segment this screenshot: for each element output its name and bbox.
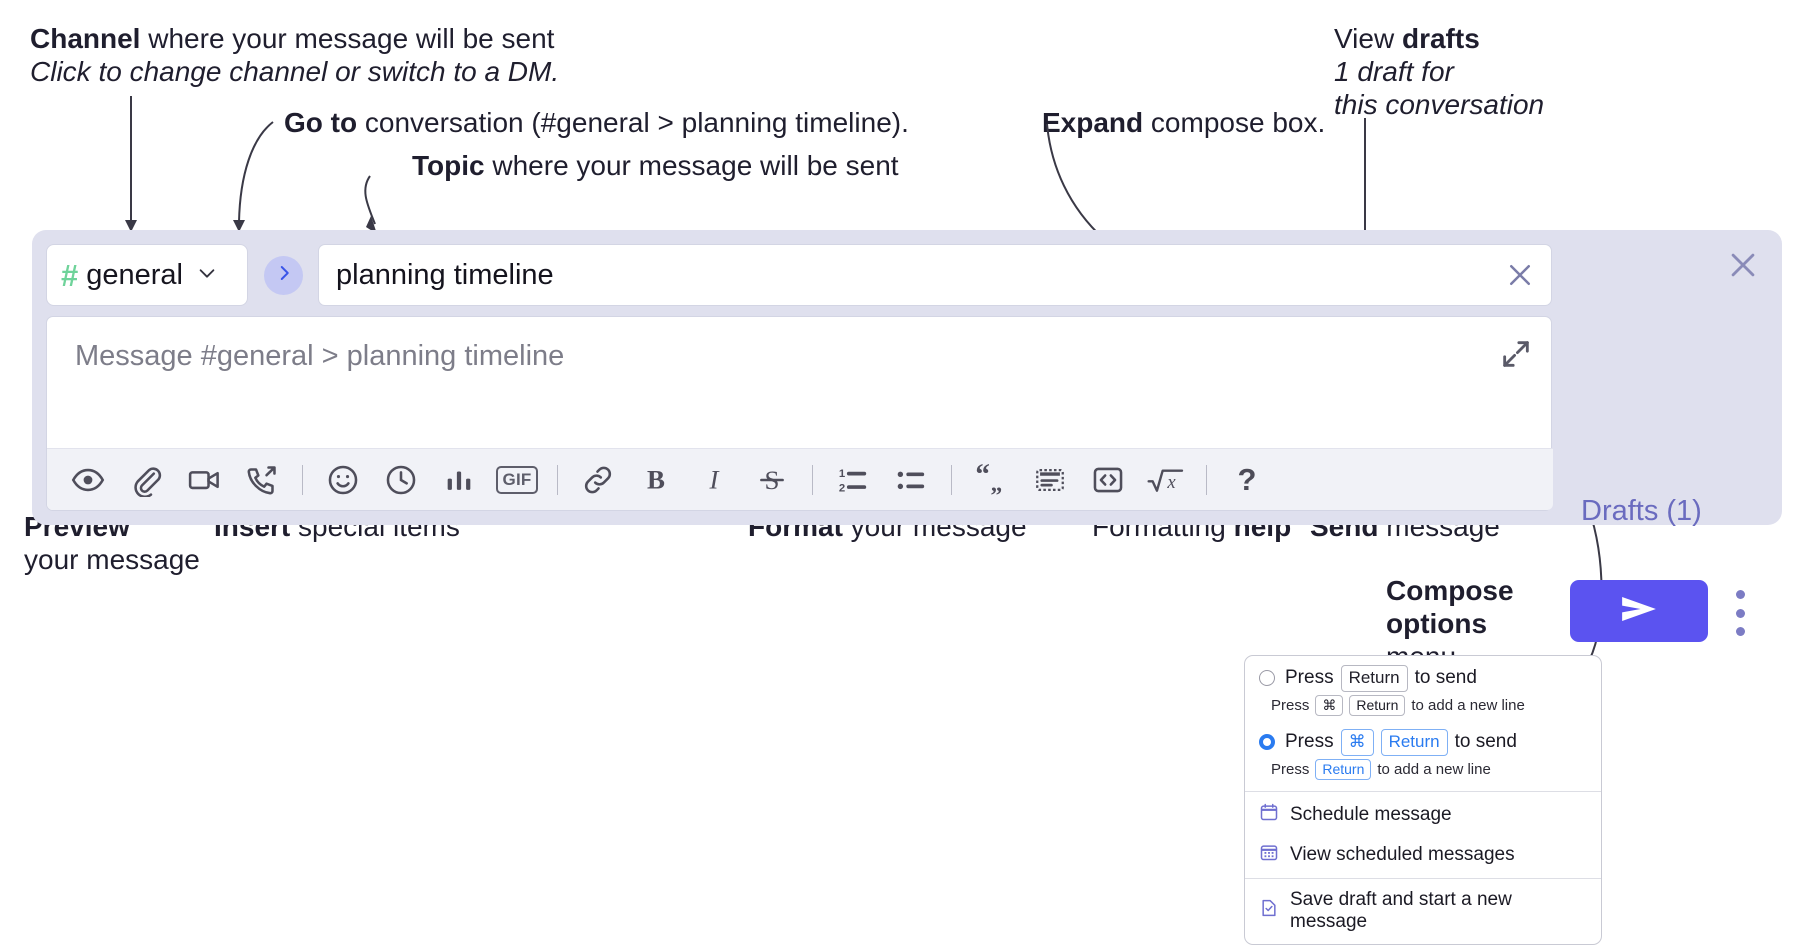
annotation-drafts-line3: this conversation: [1334, 89, 1545, 121]
chevron-right-icon: [275, 264, 293, 287]
gif-label: GIF: [495, 465, 539, 494]
svg-text:I: I: [709, 464, 721, 494]
calendar-grid-icon: [1259, 842, 1279, 868]
option1-sub-post: to add a new line: [1411, 696, 1525, 714]
send-option-cmd-return[interactable]: Press ⌘ Return to send Press Return to a…: [1245, 727, 1601, 791]
svg-text:„: „: [991, 471, 1003, 497]
compose-header-row: # general planning timeline: [46, 244, 1552, 308]
chevron-down-icon: [196, 262, 218, 289]
compose-options-button[interactable]: [1729, 590, 1751, 636]
option1-pre: Press: [1285, 667, 1334, 689]
key-return: Return: [1349, 694, 1406, 716]
svg-text:B: B: [647, 464, 665, 494]
send-paper-plane-icon: [1616, 592, 1662, 631]
question-mark-icon: ?: [1237, 461, 1257, 497]
compose-panel: # general planning timeline Message #gen…: [32, 230, 1782, 642]
key-return: Return: [1380, 728, 1448, 756]
key-command: ⌘: [1315, 694, 1344, 716]
radio-return[interactable]: [1259, 670, 1275, 687]
channel-selector[interactable]: # general: [46, 244, 248, 306]
topic-value: planning timeline: [336, 258, 554, 291]
save-draft-label: Save draft and start a new message: [1290, 888, 1512, 932]
save-draft-item[interactable]: Save draft and start a new message: [1245, 879, 1601, 944]
compose-inner: # general planning timeline Message #gen…: [46, 244, 1553, 511]
compose-options-menu: Press Return to send Press ⌘ Return to a…: [1244, 655, 1602, 945]
menu-divider: [1245, 790, 1601, 792]
annotation-channel-line2: Click to change channel or switch to a D…: [30, 56, 560, 88]
option2-pre: Press: [1285, 731, 1334, 753]
option1-post: to send: [1414, 667, 1477, 689]
expand-compose-button[interactable]: [1499, 337, 1533, 371]
bulleted-list-button[interactable]: [882, 451, 940, 509]
kebab-dot: [1735, 627, 1745, 636]
close-compose-button[interactable]: [1726, 248, 1760, 282]
drafts-link[interactable]: Drafts (1): [1581, 495, 1702, 527]
code-block-button[interactable]: [1021, 451, 1079, 509]
send-option-return[interactable]: Press Return to send Press ⌘ Return to a…: [1245, 656, 1601, 727]
topic-clear-icon[interactable]: [1503, 258, 1537, 292]
option2-sub-pre: Press: [1271, 760, 1310, 778]
key-return: Return: [1315, 758, 1372, 780]
key-return: Return: [1340, 665, 1408, 692]
go-to-conversation-button[interactable]: [264, 256, 303, 295]
hash-icon: #: [61, 257, 78, 293]
svg-text:“: “: [975, 463, 990, 491]
channel-name: general: [86, 258, 183, 291]
annotation-topic: Topic where your message will be sent: [412, 150, 899, 181]
kebab-dot: [1735, 590, 1745, 599]
kebab-dot: [1735, 608, 1745, 618]
document-check-icon: [1259, 898, 1279, 924]
attach-file-button[interactable]: [117, 451, 175, 509]
record-video-button[interactable]: [175, 451, 233, 509]
svg-text:1: 1: [839, 468, 845, 480]
blockquote-button[interactable]: “„: [963, 451, 1021, 509]
annotation-channel-line1: Channel where your message will be sent: [30, 23, 555, 54]
gif-button[interactable]: GIF: [488, 451, 546, 509]
view-scheduled-item[interactable]: View scheduled messages: [1245, 835, 1601, 878]
calendar-icon: [1259, 802, 1279, 828]
record-audio-button[interactable]: [233, 451, 291, 509]
formatting-help-button[interactable]: ?: [1218, 451, 1276, 509]
key-command: ⌘: [1340, 728, 1374, 756]
menu-divider: [1245, 877, 1601, 879]
annotation-channel: Channel where your message will be sent …: [30, 22, 559, 88]
annotation-goto: Go to conversation (#general > planning …: [284, 107, 909, 138]
annotation-expand: Expand compose box.: [1042, 107, 1326, 138]
poll-button[interactable]: [430, 451, 488, 509]
message-input[interactable]: Message #general > planning timeline: [46, 316, 1553, 511]
bold-button[interactable]: B: [627, 451, 685, 509]
svg-text:2: 2: [839, 482, 845, 494]
strikethrough-button[interactable]: S: [743, 451, 801, 509]
toolbar-divider: [302, 464, 303, 495]
italic-button[interactable]: I: [685, 451, 743, 509]
latex-button[interactable]: x: [1137, 451, 1195, 509]
emoji-button[interactable]: [314, 451, 372, 509]
annotation-drafts-line2: 1 draft for: [1334, 56, 1454, 88]
send-button[interactable]: [1570, 580, 1708, 642]
toolbar-divider: [1206, 464, 1207, 495]
schedule-message-label: Schedule message: [1290, 803, 1452, 825]
toolbar-divider: [951, 464, 952, 495]
reminder-button[interactable]: [372, 451, 430, 509]
topic-input[interactable]: planning timeline: [318, 244, 1552, 306]
annotation-drafts-line1: View drafts: [1334, 23, 1480, 54]
svg-text:x: x: [1166, 472, 1176, 493]
annotation-drafts: View drafts 1 draft for this conversatio…: [1334, 22, 1544, 121]
message-placeholder: Message #general > planning timeline: [75, 340, 565, 372]
view-scheduled-label: View scheduled messages: [1290, 843, 1515, 865]
radio-cmd-return[interactable]: [1259, 734, 1275, 751]
schedule-message-item[interactable]: Schedule message: [1245, 792, 1601, 835]
option2-post: to send: [1454, 731, 1517, 753]
option1-sub-pre: Press: [1271, 696, 1310, 714]
preview-button[interactable]: [59, 451, 117, 509]
option2-sub-post: to add a new line: [1377, 760, 1491, 778]
toolbar-divider: [557, 464, 558, 495]
toolbar-divider: [812, 464, 813, 495]
link-button[interactable]: [569, 451, 627, 509]
inline-code-button[interactable]: [1079, 451, 1137, 509]
